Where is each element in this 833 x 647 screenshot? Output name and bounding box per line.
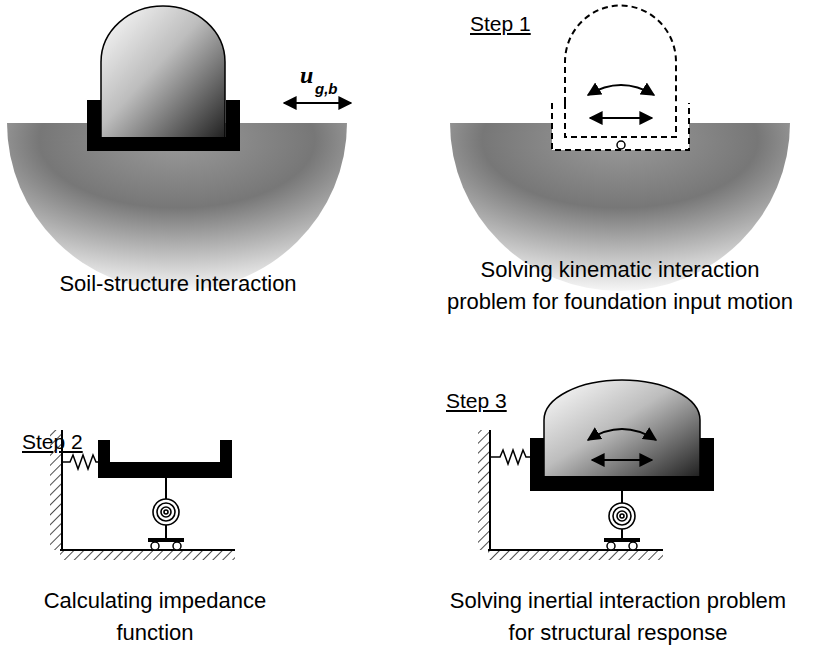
foundation bbox=[87, 100, 240, 151]
structure-dome bbox=[101, 6, 225, 140]
ground-line bbox=[488, 549, 663, 551]
symbol: u bbox=[300, 62, 313, 88]
caption: Solving kinematic interaction problem fo… bbox=[439, 254, 801, 318]
roller bbox=[607, 542, 615, 550]
translational-spring bbox=[490, 450, 532, 464]
rotation-arrow bbox=[588, 429, 656, 440]
roller bbox=[629, 542, 637, 550]
wall-hatch bbox=[478, 430, 490, 550]
structure-dome bbox=[544, 380, 700, 478]
roller bbox=[617, 141, 625, 149]
translational-spring bbox=[62, 455, 100, 469]
step-heading: Step 3 bbox=[446, 385, 507, 417]
ground-hatch bbox=[60, 550, 235, 560]
step-heading: Step 1 bbox=[470, 8, 531, 40]
caption: Calculating impedance function bbox=[25, 585, 285, 647]
roller bbox=[173, 542, 181, 550]
caption: Solving inertial interaction problem for… bbox=[448, 585, 788, 647]
caption: Soil-structure interaction bbox=[13, 268, 343, 300]
excavation bbox=[552, 103, 689, 150]
subscript: g,b bbox=[315, 80, 338, 98]
roller-plate bbox=[148, 538, 184, 542]
rotational-spring bbox=[153, 499, 179, 525]
rotational-spring bbox=[609, 503, 635, 529]
ground-motion-arrow bbox=[284, 102, 351, 104]
foundation-outline bbox=[552, 103, 689, 150]
translation-arrow bbox=[590, 117, 652, 119]
roller-plate bbox=[604, 538, 640, 542]
step-heading: Step 2 bbox=[22, 426, 83, 458]
roller bbox=[151, 542, 159, 550]
inertial-figure bbox=[478, 380, 714, 560]
translation-arrow bbox=[592, 459, 652, 461]
ssi-figure bbox=[7, 6, 351, 291]
ground-hatch bbox=[488, 550, 663, 560]
foundation-outline bbox=[565, 103, 676, 137]
ground-line bbox=[60, 549, 235, 551]
rotation-arrow bbox=[588, 85, 654, 95]
fixed-wall bbox=[489, 430, 491, 550]
kinematic-figure bbox=[450, 5, 790, 291]
structure-outline bbox=[565, 5, 676, 103]
foundation bbox=[530, 438, 714, 491]
foundation bbox=[98, 440, 232, 478]
